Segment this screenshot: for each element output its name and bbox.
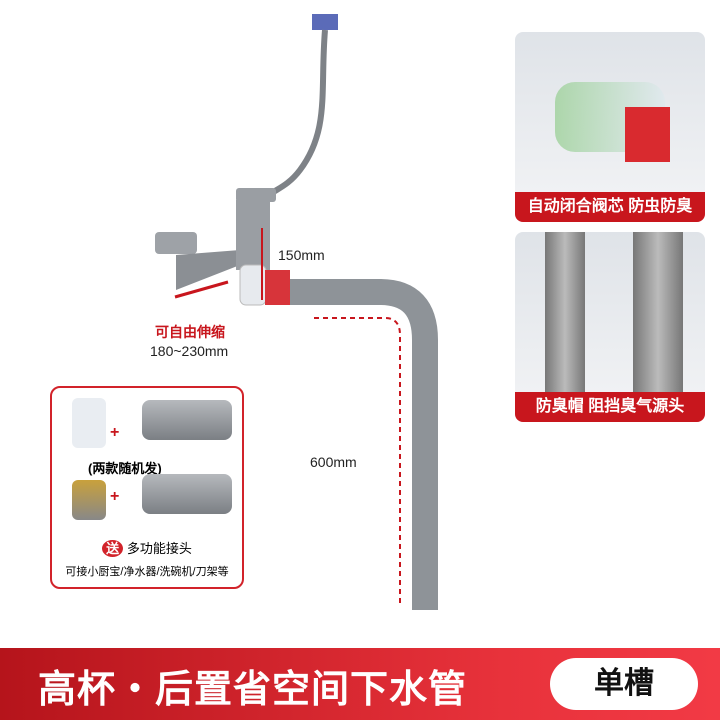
pipe-image xyxy=(633,232,683,392)
banner-title: 高杯・后置省空间下水管 xyxy=(38,669,468,711)
drain-pipe-illustration xyxy=(155,14,438,610)
tee-connector-image xyxy=(142,474,232,514)
drain-button-icon xyxy=(312,14,338,30)
anti-odor-cap-image xyxy=(72,398,106,448)
length-marker xyxy=(314,317,401,605)
gift-title: 多功能接头 xyxy=(126,541,192,556)
cable xyxy=(262,29,328,202)
feature-panel-valve: 自动闭合阀芯 防虫防臭 xyxy=(515,32,705,222)
pipe-image xyxy=(545,232,585,392)
gift-badge: 送 xyxy=(102,540,124,557)
accessory-box: + (两款随机发) + 送 多功能接头 可接小厨宝/净水器/洗碗机/刀架等 xyxy=(50,386,244,589)
feature-caption: 防臭帽 阻挡臭气源头 xyxy=(515,392,705,422)
height-label: 150mm xyxy=(278,247,325,263)
overflow-cup xyxy=(155,232,197,254)
feature-panel-cap: 防臭帽 阻挡臭气源头 xyxy=(515,232,705,422)
corrugated-hose xyxy=(290,279,438,610)
random-ship-note: (两款随机发) xyxy=(88,461,162,476)
adjustable-range: 180~230mm xyxy=(150,343,229,359)
tee-connector-image xyxy=(142,400,232,440)
adjustable-label: 可自由伸缩 xyxy=(155,324,225,340)
valve-flap xyxy=(625,107,670,162)
hose-length-label: 600mm xyxy=(310,454,357,470)
feature-caption: 自动闭合阀芯 防虫防臭 xyxy=(515,192,705,222)
quick-connector-image xyxy=(72,480,106,520)
plus-icon: + xyxy=(110,488,120,505)
variant-badge: 单槽 xyxy=(550,658,698,710)
range-arrow xyxy=(174,280,229,299)
plus-icon: + xyxy=(110,424,120,441)
gift-description: 可接小厨宝/净水器/洗碗机/刀架等 xyxy=(65,566,229,578)
